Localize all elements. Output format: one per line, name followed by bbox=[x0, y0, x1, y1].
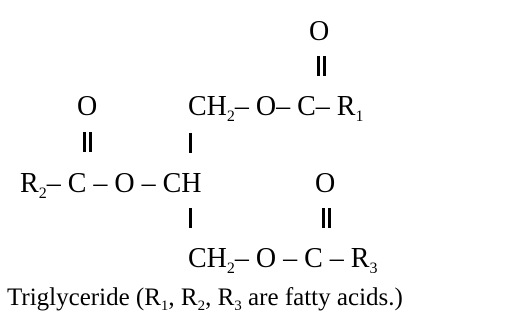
double-bond-r1-left bbox=[317, 56, 320, 76]
double-bond-r2-left bbox=[83, 132, 86, 152]
caption-lead: Triglyceride (R bbox=[7, 284, 161, 311]
ester-link-r1: – O– C– R bbox=[234, 91, 356, 122]
ch2-bottom-row: CH2– O – C – R3 bbox=[188, 245, 377, 277]
caption-tail: are fatty acids.) bbox=[241, 284, 403, 311]
single-bond-top-vertical bbox=[189, 133, 192, 153]
caption-separator: , R bbox=[168, 284, 198, 311]
carbonyl-oxygen-r3: O bbox=[315, 168, 336, 199]
ester-link-r3: – O – C – R bbox=[234, 243, 370, 274]
ch2-group: CH bbox=[188, 91, 227, 122]
diagram-caption: Triglyceride (R1, R2, R3 are fatty acids… bbox=[7, 285, 403, 314]
carbonyl-oxygen-r2: O bbox=[77, 91, 98, 122]
ch2-subscript: 2 bbox=[226, 108, 235, 125]
caption-r3-subscript: 3 bbox=[234, 298, 242, 314]
double-bond-r1-right bbox=[323, 56, 326, 76]
caption-separator: , R bbox=[205, 284, 235, 311]
double-bond-r3-left bbox=[322, 208, 325, 228]
r2-subscript: 2 bbox=[38, 185, 47, 202]
caption-r2-subscript: 2 bbox=[197, 298, 206, 314]
r1-subscript: 1 bbox=[355, 108, 364, 125]
double-bond-r3-right bbox=[328, 208, 331, 228]
ch2-subscript: 2 bbox=[226, 260, 235, 277]
r3-subscript: 3 bbox=[369, 260, 378, 277]
ch2-group: CH bbox=[188, 243, 227, 274]
ester-chain-r2: – C – O – CH bbox=[46, 168, 202, 199]
r2-group: R bbox=[20, 168, 39, 199]
caption-r1-subscript: 1 bbox=[160, 298, 169, 314]
double-bond-r2-right bbox=[89, 132, 92, 152]
single-bond-bottom-vertical bbox=[189, 208, 192, 228]
ch2-top-row: CH2– O– C– R1 bbox=[188, 93, 363, 125]
carbonyl-oxygen-r1: O bbox=[309, 16, 330, 47]
middle-row: R2– C – O – CH bbox=[20, 170, 201, 202]
